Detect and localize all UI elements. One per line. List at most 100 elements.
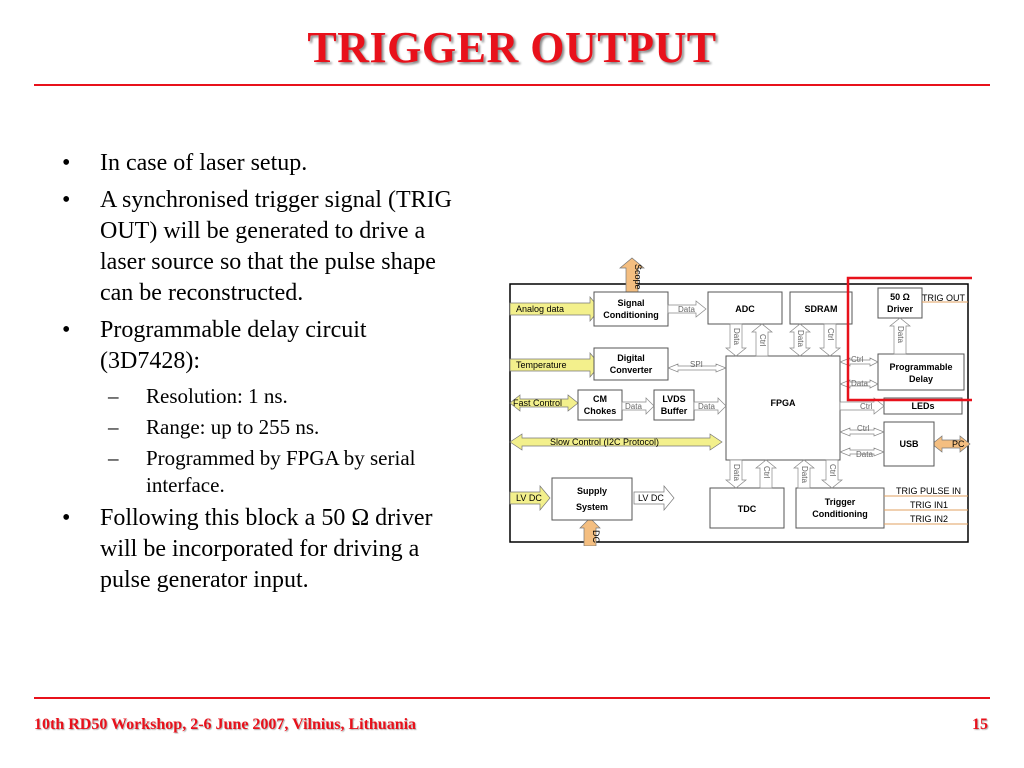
ctrl-wire-arrow — [839, 397, 885, 415]
temperature-label: Temperature — [516, 360, 567, 370]
slow-control-arrow — [509, 433, 723, 451]
spi-wire-arrow — [667, 363, 727, 373]
adc-label: ADC — [735, 304, 755, 314]
bullet-item: •In case of laser setup. — [62, 148, 472, 179]
data-wire-arrow — [839, 379, 879, 389]
trig-in1-label: TRIG IN1 — [910, 500, 948, 510]
data-wire-label: Data — [732, 464, 741, 481]
signal-conditioning-line1: Signal — [617, 298, 644, 308]
data-wire-label: Data — [698, 402, 715, 411]
data-wire-label: Data — [625, 402, 642, 411]
bullet-text: Following this block a 50 Ω driver will … — [100, 505, 433, 593]
lv-dc-out-arrow — [633, 485, 675, 511]
bullet-text: In case of laser setup. — [100, 150, 308, 176]
pc-arrow — [931, 435, 971, 453]
digital-converter-line2: Converter — [610, 365, 653, 375]
trigger-conditioning-line2: Conditioning — [812, 509, 867, 519]
scope-label: Scope — [633, 264, 643, 290]
sub-bullet-dash: – — [108, 384, 119, 408]
ctrl-wire-arrow — [821, 459, 843, 489]
fpga-label: FPGA — [770, 398, 796, 408]
page-number: 15 — [972, 716, 988, 733]
sub-bullet-text: Programmed by FPGA by serial interface. — [146, 446, 416, 497]
data-wire-arrow — [621, 397, 655, 415]
data-wire-arrow — [793, 459, 815, 489]
cm-chokes-line1: CM — [593, 394, 607, 404]
data-wire-label: Data — [732, 328, 741, 345]
data-wire-arrow — [789, 323, 811, 357]
lvds-buffer-line2: Buffer — [661, 406, 688, 416]
highlight-box — [846, 276, 972, 402]
sub-bullet-text: Resolution: 1 ns. — [146, 384, 288, 408]
adc-block — [707, 291, 783, 325]
bullet-item: • Programmable delay circuit (3D7428): — [62, 315, 472, 377]
data-wire-arrow — [693, 397, 727, 415]
fpga-block — [725, 355, 841, 461]
signal-conditioning-block — [593, 291, 669, 327]
sub-bullet-dash: – — [108, 415, 119, 439]
supply-system-line2: System — [576, 502, 608, 512]
sub-bullet-item: – Resolution: 1 ns. — [62, 383, 472, 410]
bullet-dot: • — [62, 317, 71, 343]
driver-line1: 50 Ω — [890, 292, 910, 302]
slow-control-label: Slow Control (I2C Protocol) — [550, 437, 659, 447]
data-wire-label: Data — [796, 330, 805, 347]
ctrl-wire-arrow — [839, 357, 879, 367]
digital-converter-line1: Digital — [617, 353, 645, 363]
trigger-conditioning-block — [795, 487, 885, 529]
driver-block — [877, 287, 923, 319]
analog-data-label: Analog data — [516, 304, 564, 314]
slide-title: TRIGGER OUTPUT — [307, 23, 717, 72]
footer-divider — [34, 697, 990, 699]
usb-block — [883, 421, 935, 467]
sub-bullet-item: –Programmed by FPGA by serial interface. — [62, 445, 472, 499]
bullet-text: A synchronised trigger signal (TRIG OUT)… — [100, 187, 452, 306]
tdc-label: TDC — [738, 504, 757, 514]
driver-line2: Driver — [887, 304, 914, 314]
dc-label: DC — [591, 530, 601, 543]
ctrl-wire-arrow — [839, 427, 885, 437]
trig-in2-label: TRIG IN2 — [910, 514, 948, 524]
ctrl-wire-arrow — [819, 323, 841, 357]
fast-control-arrow — [509, 394, 579, 412]
data-wire-label: Data — [800, 466, 809, 483]
block-diagram: Analog data Temperature Fast Control Slo… — [509, 257, 972, 546]
trigger-conditioning-line1: Trigger — [825, 497, 856, 507]
ctrl-wire-arrow — [751, 323, 773, 357]
spi-wire-label: SPI — [690, 360, 703, 369]
bullet-item: • Following this block a 50 Ω driver will… — [62, 503, 472, 596]
data-wire-arrow — [667, 300, 707, 318]
bullet-list: •In case of laser setup. •A synchronised… — [62, 148, 472, 602]
sdram-label: SDRAM — [805, 304, 838, 314]
data-wire-label: Data — [856, 450, 873, 459]
data-wire-label: Data — [678, 305, 695, 314]
lvds-buffer-block — [653, 389, 695, 421]
trig-out-label: TRIG OUT — [922, 293, 965, 303]
lv-dc-in-arrow — [509, 485, 551, 511]
trig-pulse-in-label: TRIG PULSE IN — [896, 486, 961, 496]
bullet-text: Programmable delay circuit (3D7428): — [100, 317, 367, 374]
data-wire-arrow — [725, 459, 747, 489]
ctrl-wire-label: Ctrl — [828, 464, 837, 477]
ctrl-wire-label: Ctrl — [857, 424, 870, 433]
bullet-dot: • — [62, 505, 71, 531]
programmable-delay-block — [877, 353, 965, 391]
data-wire-label: Data — [896, 326, 905, 343]
data-wire-label: Data — [851, 379, 868, 388]
sub-bullet-text: Range: up to 255 ns. — [146, 415, 320, 439]
data-wire-arrow — [889, 317, 911, 355]
lvds-buffer-line1: LVDS — [662, 394, 685, 404]
digital-converter-block — [593, 347, 669, 381]
scope-arrow — [619, 257, 645, 297]
tdc-block — [709, 487, 785, 529]
pc-label: PC — [952, 439, 965, 449]
supply-system-block — [551, 477, 633, 521]
cm-chokes-line2: Chokes — [584, 406, 617, 416]
bullet-dot: • — [62, 187, 71, 213]
ctrl-wire-label: Ctrl — [758, 334, 767, 347]
bullet-item: • A synchronised trigger signal (TRIG OUT… — [62, 185, 472, 309]
sub-bullet-item: – Range: up to 255 ns. — [62, 414, 472, 441]
footer-event: 10th RD50 Workshop, 2-6 June 2007, Vilni… — [34, 716, 417, 733]
dc-arrow — [579, 517, 601, 546]
programmable-delay-line1: Programmable — [889, 362, 952, 372]
